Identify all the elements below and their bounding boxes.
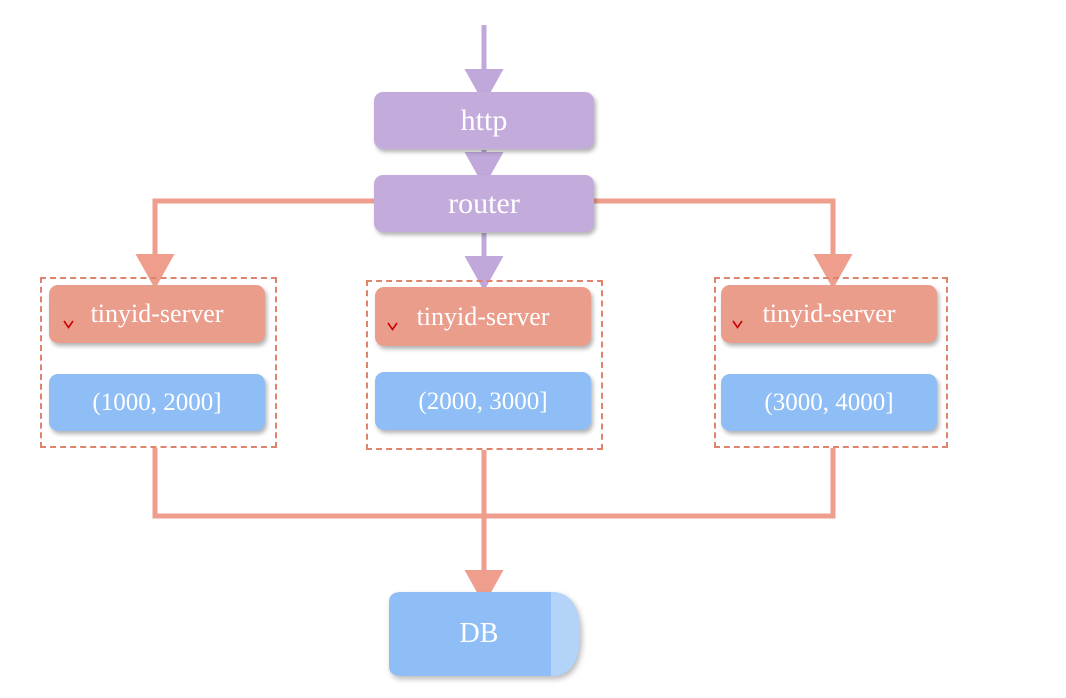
server-group-3: tinyid-server (3000, 4000] <box>714 277 948 448</box>
connector-group-1-to-db <box>152 448 484 519</box>
tinyid-server-label-3: tinyid-server <box>762 299 896 328</box>
node-http-label: http <box>460 103 508 137</box>
tinyid-server-label-2: tinyid-server <box>416 301 550 331</box>
node-router[interactable]: router <box>374 175 594 232</box>
connector-group-3-to-db <box>484 448 836 519</box>
segment-range-label-1: (1000, 2000] <box>92 389 222 416</box>
connector-router-to-group-3 <box>594 198 853 289</box>
tinyid-server-label-1: tinyid-server <box>90 299 224 328</box>
segment-range-node-3[interactable]: (3000, 4000] <box>721 374 937 431</box>
server-group-2: tinyid-server (2000, 3000] <box>366 280 603 450</box>
server-group-1: tinyid-server (1000, 2000] <box>40 277 277 448</box>
connector-router-to-group-1 <box>135 198 374 289</box>
node-router-label: router <box>448 186 520 220</box>
segment-range-label-3: (3000, 4000] <box>764 389 894 416</box>
tinyid-server-node-2[interactable]: tinyid-server <box>375 287 591 346</box>
segment-range-node-2[interactable]: (2000, 3000] <box>375 372 591 430</box>
segment-range-label-2: (2000, 3000] <box>418 387 548 415</box>
segment-range-node-1[interactable]: (1000, 2000] <box>49 374 265 431</box>
database-cylinder-icon <box>389 592 580 676</box>
node-db[interactable] <box>389 592 580 676</box>
tinyid-server-node-1[interactable]: tinyid-server <box>49 285 265 343</box>
node-http[interactable]: http <box>374 92 594 149</box>
tinyid-server-node-3[interactable]: tinyid-server <box>721 285 937 343</box>
